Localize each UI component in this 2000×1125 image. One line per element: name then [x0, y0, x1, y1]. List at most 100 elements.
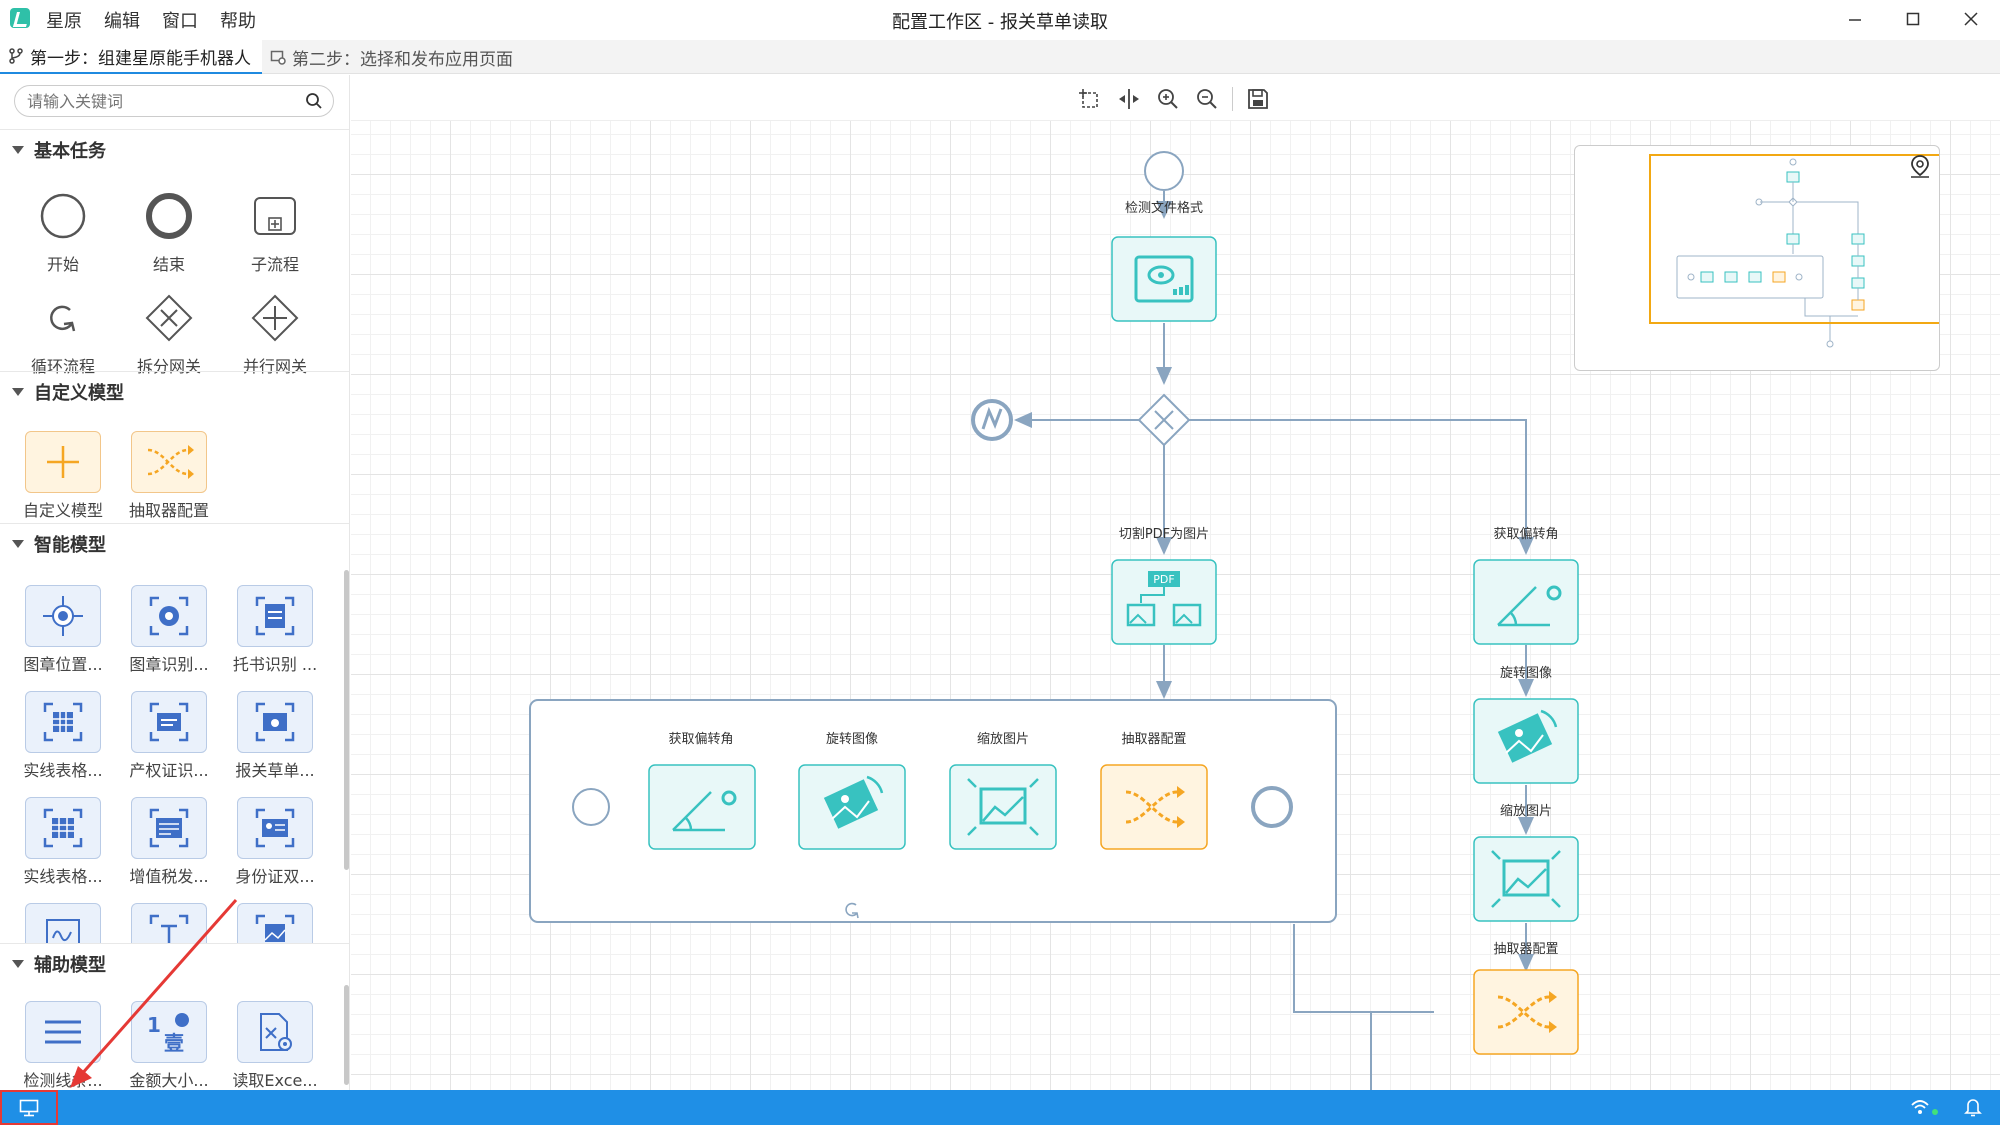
tool-property-cert-label: 产权证识... — [129, 761, 209, 780]
menu-item-window[interactable]: 窗口 — [162, 11, 198, 32]
plus-icon — [47, 446, 79, 478]
task-scale-loop[interactable] — [949, 764, 1057, 850]
loop-subprocess[interactable] — [529, 699, 1337, 923]
lines-icon — [45, 1020, 81, 1044]
maximize-icon[interactable] — [1884, 0, 1942, 38]
tool-start[interactable]: 开始 — [10, 185, 116, 275]
tool-detect-lines-label: 检测线条... — [23, 1071, 103, 1090]
collapse-triangle-icon — [12, 145, 24, 154]
location-pin-icon[interactable] — [1909, 154, 1931, 178]
error-end-event[interactable] — [971, 399, 1013, 441]
minimize-icon[interactable] — [1826, 0, 1884, 38]
tool-start-label: 开始 — [46, 255, 79, 274]
tool-vat-invoice[interactable]: 增值税发... — [116, 797, 222, 887]
tool-parallel-gateway[interactable]: 并行网关 — [222, 287, 328, 377]
start-event[interactable] — [1144, 151, 1184, 191]
window-title: 配置工作区 - 报关草单读取 — [892, 12, 1108, 33]
tool-custom-model[interactable]: 自定义模型 — [10, 431, 116, 521]
tool-read-excel-label: 读取Exce... — [232, 1071, 318, 1090]
search-icon[interactable] — [305, 92, 323, 110]
tab-step-2[interactable]: 第二步：选择和发布应用页面 — [262, 40, 521, 74]
tool-customs-draft[interactable]: 报关草单... — [222, 691, 328, 781]
section-custom-models[interactable]: 自定义模型 — [0, 371, 349, 411]
tool-read-excel[interactable]: 读取Exce... — [222, 1001, 328, 1090]
tool-customs-draft-label: 报关草单... — [235, 761, 315, 780]
subprocess-icon — [254, 197, 296, 235]
tool-solid-table-1[interactable]: 实线表格... — [10, 691, 116, 781]
tool-extractor-config[interactable]: 抽取器配置 — [116, 431, 222, 521]
tool-loop[interactable]: 循环流程 — [10, 287, 116, 377]
search-input[interactable] — [27, 90, 287, 112]
wifi-icon[interactable] — [1910, 1097, 1940, 1117]
menu-item-edit[interactable]: 编辑 — [104, 11, 140, 32]
section-smart-models[interactable]: 智能模型 — [0, 523, 349, 563]
tool-stamp-recognition[interactable]: 图章识别... — [116, 585, 222, 675]
split-gateway-icon — [145, 294, 193, 342]
tool-consignment-recognition[interactable]: 托书识别 ... — [222, 585, 328, 675]
section-custom-title: 自定义模型 — [34, 382, 124, 404]
label-get-angle-loop: 获取偏转角 — [668, 732, 733, 747]
split-gateway[interactable] — [1137, 393, 1191, 447]
task-rotate-right[interactable] — [1473, 698, 1579, 784]
tool-stamp-position[interactable]: 图章位置... — [10, 585, 116, 675]
close-icon[interactable] — [1942, 0, 2000, 38]
tool-solid-table-2[interactable]: 实线表格... — [10, 797, 116, 887]
tool-detect-lines[interactable]: 检测线条... — [10, 1001, 116, 1090]
flow-canvas[interactable]: 检测文件格式 切割PDF为图片 PDF 获取偏转角 — [351, 75, 2000, 1090]
tool-end[interactable]: 结束 — [116, 185, 222, 275]
select-area-icon — [1079, 89, 1098, 108]
section-aux-models[interactable]: 辅助模型 — [0, 943, 349, 983]
task-split-pdf[interactable]: PDF — [1111, 559, 1217, 645]
zoom-out-icon — [1197, 89, 1217, 109]
zoom-in-icon — [1158, 89, 1178, 109]
tab-step-1[interactable]: 第一步：组建星原能手机器人 — [0, 40, 262, 74]
tool-subprocess[interactable]: 子流程 — [222, 185, 328, 275]
stamp-target-icon — [43, 596, 83, 636]
title-bar: 星原 编辑 窗口 帮助 配置工作区 - 报关草单读取 — [0, 0, 2000, 38]
certificate-scan-icon — [149, 702, 189, 742]
task-extract-right[interactable] — [1473, 969, 1579, 1055]
save-button[interactable] — [1244, 85, 1272, 113]
minimap[interactable] — [1574, 145, 1940, 371]
task-get-angle-right[interactable] — [1473, 559, 1579, 645]
tool-split-gateway[interactable]: 拆分网关 — [116, 287, 222, 377]
task-extract-loop[interactable] — [1100, 764, 1208, 850]
image-scan-icon — [255, 914, 295, 942]
excel-read-icon — [260, 1013, 292, 1051]
tool-id-card[interactable]: 身份证双... — [222, 797, 328, 887]
task-detect-format[interactable] — [1111, 236, 1217, 322]
task-scale-right[interactable] — [1473, 836, 1579, 922]
toolbar-divider — [1232, 87, 1233, 111]
document-scan-icon — [255, 596, 295, 636]
loop-icon — [50, 305, 76, 332]
smart-scrollbar[interactable] — [344, 570, 349, 870]
label-extract-loop: 抽取器配置 — [1121, 732, 1186, 747]
tab-step-2-label: 第二步：选择和发布应用页面 — [292, 49, 513, 70]
loop-end-event[interactable] — [1251, 786, 1293, 828]
tool-stamp-recognition-label: 图章识别... — [129, 655, 209, 674]
desktop-button[interactable] — [0, 1090, 58, 1125]
pdf-badge-text: PDF — [1153, 573, 1174, 586]
zoom-in-button[interactable] — [1154, 85, 1182, 113]
tool-vat-invoice-label: 增值税发... — [129, 867, 209, 886]
section-basic-tasks[interactable]: 基本任务 — [0, 129, 349, 169]
task-get-angle-loop[interactable] — [648, 764, 756, 850]
fit-width-button[interactable] — [1115, 85, 1143, 113]
save-icon — [1248, 89, 1268, 109]
loop-marker-icon — [845, 902, 859, 919]
minimap-preview — [1676, 158, 1865, 348]
task-rotate-loop[interactable] — [798, 764, 906, 850]
menu-item-help[interactable]: 帮助 — [220, 11, 256, 32]
tool-property-cert[interactable]: 产权证识... — [116, 691, 222, 781]
zoom-out-button[interactable] — [1193, 85, 1221, 113]
loop-start-event[interactable] — [572, 788, 610, 826]
minimap-viewport[interactable] — [1649, 154, 1939, 324]
menu-item-xingyuan[interactable]: 星原 — [46, 11, 82, 32]
aux-scrollbar[interactable] — [344, 985, 349, 1085]
label-split-pdf: 切割PDF为图片 — [1119, 526, 1209, 542]
table-scan-icon — [43, 702, 83, 742]
step-tabs: 第一步：组建星原能手机器人 第二步：选择和发布应用页面 — [0, 40, 2000, 74]
bell-icon[interactable] — [1964, 1097, 1982, 1117]
select-area-button[interactable] — [1075, 85, 1103, 113]
